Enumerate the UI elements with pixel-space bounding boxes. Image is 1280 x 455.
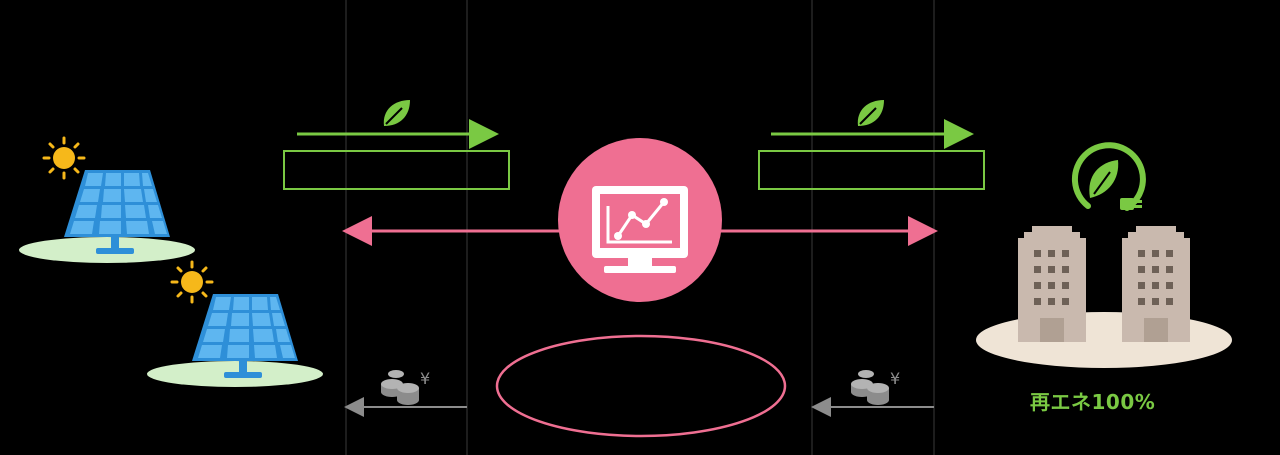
leaf-icon	[857, 100, 884, 126]
solar-panel-icon	[147, 260, 323, 387]
sun-icon	[170, 260, 214, 304]
svg-text:¥: ¥	[420, 369, 430, 388]
eco-plug-icon	[1071, 142, 1146, 211]
buildings-icon	[976, 226, 1232, 368]
coins-yen-icon: ¥	[381, 369, 430, 405]
leaf-icon	[383, 100, 410, 126]
green-box-left	[283, 150, 510, 190]
solar-panel-icon	[19, 136, 195, 263]
pink-ellipse	[495, 334, 787, 438]
renewable-100-label: 再エネ100%	[1030, 390, 1156, 414]
analytics-monitor-icon	[558, 138, 722, 302]
green-box-right	[758, 150, 985, 190]
coins-yen-icon: ¥	[851, 369, 900, 405]
sun-icon	[42, 136, 86, 180]
svg-text:¥: ¥	[890, 369, 900, 388]
